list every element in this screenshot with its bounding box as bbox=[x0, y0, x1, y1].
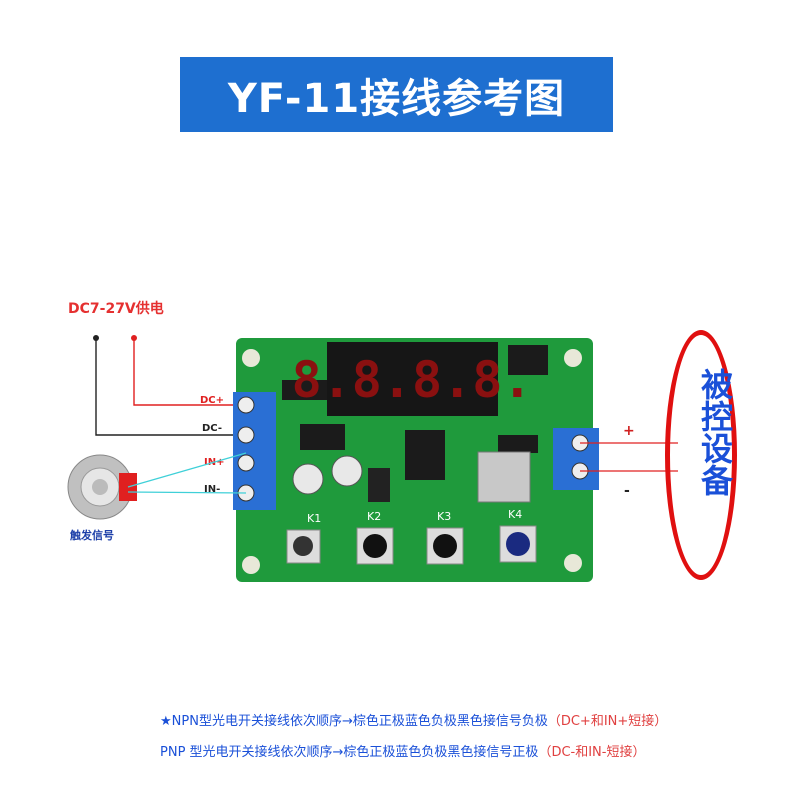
display-digits: 8.8.8.8. bbox=[292, 351, 533, 409]
note-pnp-suffix: （DC-和IN-短接） bbox=[538, 745, 646, 760]
button-k3-cap bbox=[433, 534, 457, 558]
mosfet bbox=[477, 451, 531, 503]
trigger-switch-center bbox=[92, 479, 108, 495]
terminal-label-inminus: IN- bbox=[204, 484, 220, 495]
note-npn-suffix: （DC+和IN+短接） bbox=[547, 714, 668, 729]
trigger-switch bbox=[67, 454, 137, 520]
led-display bbox=[327, 342, 498, 416]
cyan-wire-2 bbox=[127, 491, 247, 494]
label-k1: K1 bbox=[307, 512, 321, 525]
label-k4: K4 bbox=[508, 508, 522, 521]
chip-transistor bbox=[498, 435, 538, 453]
note-pnp-text: PNP 型光电开关接线依次顺序→棕色正极蓝色负极黑色接信号正极 bbox=[160, 745, 539, 760]
note-npn-text: ★NPN型光电开关接线依次顺序→棕色正极蓝色负极黑色接信号负极 bbox=[160, 714, 548, 729]
capacitor-2 bbox=[331, 455, 363, 487]
chip-regulator bbox=[300, 424, 345, 450]
diode bbox=[368, 468, 390, 502]
title-banner: YF-11接线参考图 bbox=[180, 57, 613, 132]
mount-hole-tl bbox=[242, 349, 260, 367]
button-k4-cap bbox=[506, 532, 530, 556]
note-npn: ★NPN型光电开关接线依次顺序→棕色正极蓝色负极黑色接信号负极（DC+和IN+短… bbox=[160, 710, 800, 729]
red-wire-end bbox=[131, 335, 137, 341]
black-wire-end bbox=[93, 335, 99, 341]
mount-hole-bl bbox=[242, 556, 260, 574]
device-oval bbox=[665, 330, 737, 580]
power-supply-label: DC7-27V供电 bbox=[68, 301, 164, 317]
capacitor-1 bbox=[292, 463, 324, 495]
output-minus-label: - bbox=[624, 483, 630, 499]
power-wires bbox=[93, 335, 246, 436]
label-k3: K3 bbox=[437, 510, 451, 523]
output-plus-label: + bbox=[623, 423, 635, 439]
terminal-screw-dcplus bbox=[237, 396, 255, 414]
label-k2: K2 bbox=[367, 510, 381, 523]
cyan-wire-1 bbox=[127, 452, 247, 488]
trigger-signal-label: 触发信号 bbox=[70, 529, 114, 542]
terminal-label-dcminus: DC- bbox=[202, 423, 222, 434]
chip-small bbox=[282, 380, 327, 400]
mount-hole-tr bbox=[564, 349, 582, 367]
chip-mcu bbox=[405, 430, 445, 480]
mount-hole-br bbox=[564, 554, 582, 572]
red-power-wire bbox=[133, 338, 246, 406]
terminal-screw-dcminus bbox=[237, 426, 255, 444]
button-k1-cap bbox=[293, 536, 313, 556]
terminal-screw-inplus bbox=[237, 454, 255, 472]
terminal-label-dcplus: DC+ bbox=[200, 395, 224, 406]
note-pnp: PNP 型光电开关接线依次顺序→棕色正极蓝色负极黑色接信号正极（DC-和IN-短… bbox=[160, 741, 800, 760]
device-label: 被控设备 bbox=[696, 368, 734, 496]
chip-relay-driver bbox=[508, 345, 548, 375]
button-k2-cap bbox=[363, 534, 387, 558]
black-power-wire bbox=[95, 338, 237, 436]
buttons: K1 K2 K3 K4 bbox=[286, 508, 537, 565]
page-title: YF-11接线参考图 bbox=[227, 75, 566, 122]
controlled-device: 被控设备 bbox=[665, 330, 737, 580]
